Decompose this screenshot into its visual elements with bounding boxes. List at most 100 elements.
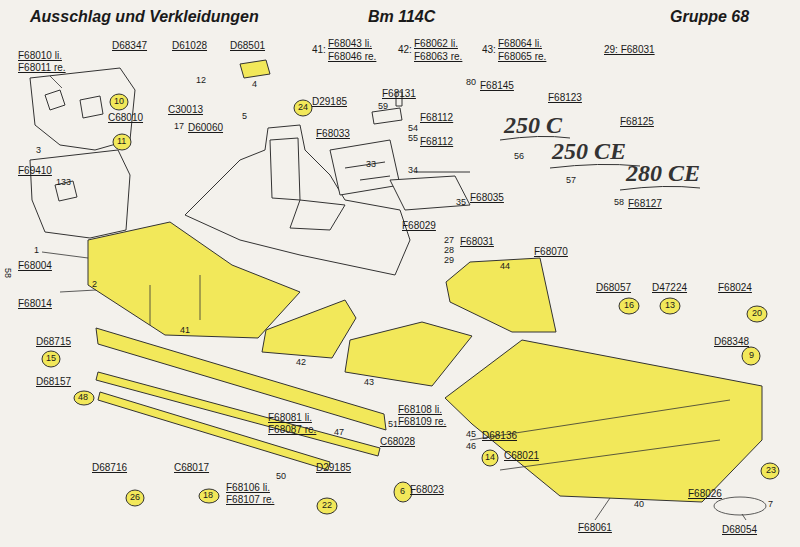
callout-number: 15 <box>46 354 56 364</box>
part-number: F68131 <box>382 88 416 99</box>
part-number: F68087 re. <box>268 424 316 435</box>
part-number: F68014 <box>18 298 52 309</box>
part-number: C68010 <box>108 112 143 123</box>
part-number: F68023 <box>410 484 444 495</box>
callout-number: 13 <box>665 301 675 311</box>
callout-number: 55 <box>408 134 418 144</box>
part-number: D68057 <box>596 282 631 293</box>
part-number: F68081 li. <box>268 412 312 423</box>
callout-number: 16 <box>624 301 634 311</box>
callout-number: 4 <box>252 80 257 90</box>
part-number: F68123 <box>548 92 582 103</box>
callout-number: 59 <box>378 102 388 112</box>
part-number: C68017 <box>174 462 209 473</box>
emblem-lettering: 250 CE <box>552 138 626 164</box>
header-text: Gruppe 68 <box>670 8 749 26</box>
callout-number: 9 <box>749 351 754 361</box>
callout-number: 23 <box>766 466 776 476</box>
part-number: C30013 <box>168 104 203 115</box>
callout-number: 22 <box>322 501 332 511</box>
emblem-lettering: 250 C <box>504 112 562 138</box>
part-number: F68065 re. <box>498 51 546 62</box>
part-number: D68348 <box>714 336 749 347</box>
callout-number: 14 <box>485 453 495 463</box>
part-number: F68108 li. <box>398 404 442 415</box>
callout-number: 42 <box>296 358 306 368</box>
part-number: D29185 <box>316 462 351 473</box>
callout-number: 5 <box>242 112 247 122</box>
callout-number: 40 <box>634 500 644 510</box>
part-number: F68063 re. <box>414 51 462 62</box>
part-number: D60060 <box>188 122 223 133</box>
page-number: 58 <box>2 268 12 278</box>
callout-number: 29 <box>444 256 454 266</box>
part-number: F68064 li. <box>498 38 542 49</box>
part-number: D61028 <box>172 40 207 51</box>
page-title: Ausschlag und Verkleidungen <box>30 8 259 26</box>
part-number: C68021 <box>504 450 539 461</box>
callout-number: 12 <box>196 76 206 86</box>
part-number: D68136 <box>482 430 517 441</box>
part-number: F68010 li. <box>18 50 62 61</box>
callout-number: 34 <box>408 166 418 176</box>
callout-number: 46 <box>466 442 476 452</box>
callout-number: 133 <box>56 178 71 188</box>
callout-number: 50 <box>276 472 286 482</box>
callout-number: 43: <box>482 44 496 55</box>
part-number: D47224 <box>652 282 687 293</box>
callout-number: 10 <box>114 97 124 107</box>
part-number: F68127 <box>628 198 662 209</box>
part-number: F68107 re. <box>226 494 274 505</box>
part-number: D68716 <box>92 462 127 473</box>
callout-number: 58 <box>614 198 624 208</box>
part-number: F68070 <box>534 246 568 257</box>
part-number: D68347 <box>112 40 147 51</box>
callout-number: 51 <box>388 420 398 430</box>
part-number: F68112 <box>420 136 453 147</box>
part-number: F68035 <box>470 192 504 203</box>
callout-number: 43 <box>364 378 374 388</box>
part-number: D29185 <box>312 96 347 107</box>
callout-number: 35 <box>456 198 466 208</box>
part-number: F68029 <box>402 220 436 231</box>
part-number: F68125 <box>620 116 654 127</box>
part-number: F68109 re. <box>398 416 446 427</box>
callout-number: 44 <box>500 262 510 272</box>
callout-number: 17 <box>174 122 184 132</box>
part-number: F69410 <box>18 165 52 176</box>
part-number: F68011 re. <box>18 62 66 73</box>
callout-number: 1 <box>34 246 39 256</box>
part-number: D68715 <box>36 336 71 347</box>
part-number: F68033 <box>316 128 350 139</box>
header-text: Bm 114C <box>368 8 435 26</box>
part-number: D68157 <box>36 376 71 387</box>
callout-number: 24 <box>298 103 308 113</box>
part-number: C68028 <box>380 436 415 447</box>
callout-number: 11 <box>117 137 126 147</box>
callout-number: 42: <box>398 44 412 55</box>
callout-number: 3 <box>36 146 41 156</box>
part-number: F68145 <box>480 80 514 91</box>
part-number: F68024 <box>718 282 752 293</box>
callout-number: 56 <box>514 152 524 162</box>
callout-number: 47 <box>334 428 344 438</box>
callout-number: 41 <box>180 326 190 336</box>
part-number: F68031 <box>460 236 494 247</box>
part-number: F68004 <box>18 260 52 271</box>
callout-number: 54 <box>408 124 418 134</box>
part-number: F68061 <box>578 522 612 533</box>
part-number: F68026 <box>688 488 722 499</box>
part-number: D68054 <box>722 524 757 535</box>
part-number: D68501 <box>230 40 265 51</box>
callout-number: 80 <box>466 78 476 88</box>
part-number: F68043 li. <box>328 38 372 49</box>
part-number: F68062 li. <box>414 38 458 49</box>
callout-number: 7 <box>768 500 773 510</box>
callout-number: 2 <box>92 280 97 290</box>
callout-number: 28 <box>444 246 454 256</box>
callout-number: 6 <box>400 487 405 497</box>
emblem-lettering: 280 CE <box>626 160 700 186</box>
callout-number: 48 <box>78 393 88 403</box>
part-number: F68106 li. <box>226 482 270 493</box>
